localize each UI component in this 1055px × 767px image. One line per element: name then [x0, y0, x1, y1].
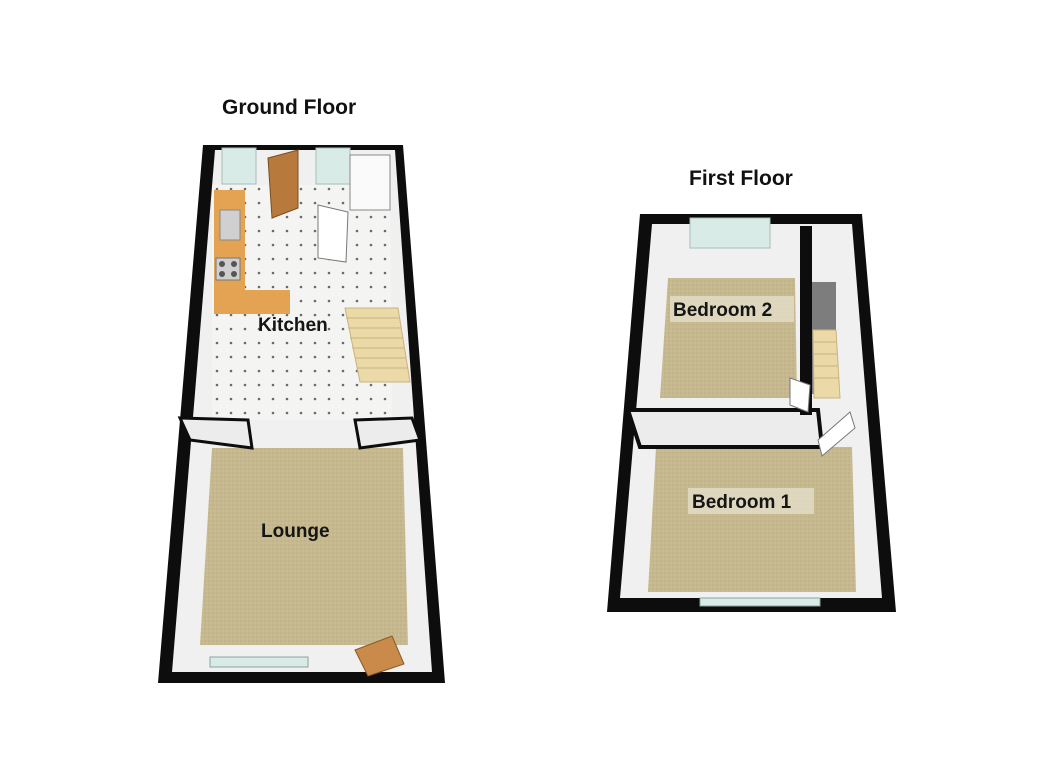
- kitchen-window-left: [221, 147, 257, 185]
- lounge-window: [209, 656, 309, 668]
- bedroom-1-window: [699, 597, 821, 607]
- internal-door[interactable]: [317, 204, 349, 263]
- bedroom-1-door[interactable]: [817, 411, 856, 457]
- sink: [219, 209, 241, 241]
- hob: [215, 257, 241, 281]
- bedroom-2-window: [689, 217, 771, 249]
- stairs-ground: [344, 307, 411, 383]
- ground-floor-title: Ground Floor: [222, 96, 357, 119]
- first-floor-plan: Bedroom 2 Bedroom 1: [607, 214, 896, 612]
- worktop-front: [214, 290, 290, 314]
- bedroom-divider-wall: [625, 408, 825, 449]
- lounge-label: Lounge: [261, 521, 330, 542]
- kitchen-lounge-divider-right: [353, 416, 423, 450]
- bedroom-2-label-bg: [670, 296, 794, 322]
- bedroom-2-label: Bedroom 2: [673, 300, 772, 321]
- kitchen-window-right: [315, 147, 351, 185]
- bedroom-2-door[interactable]: [789, 377, 811, 413]
- front-door[interactable]: [354, 635, 405, 677]
- kitchen-label: Kitchen: [258, 315, 328, 336]
- bedroom-1-label: Bedroom 1: [692, 492, 792, 513]
- bedroom-1-floor: [648, 447, 856, 592]
- first-floor-title: First Floor: [689, 167, 793, 190]
- stairs-first: [812, 329, 841, 399]
- lounge-floor: [200, 448, 408, 645]
- shower-cubicle: [349, 154, 391, 211]
- ground-floor-plan: Kitchen Lounge: [158, 145, 445, 683]
- back-door[interactable]: [267, 149, 299, 219]
- bedroom-1-label-bg: [688, 488, 814, 514]
- kitchen-lounge-divider: [177, 416, 254, 450]
- landing-wall: [800, 226, 812, 415]
